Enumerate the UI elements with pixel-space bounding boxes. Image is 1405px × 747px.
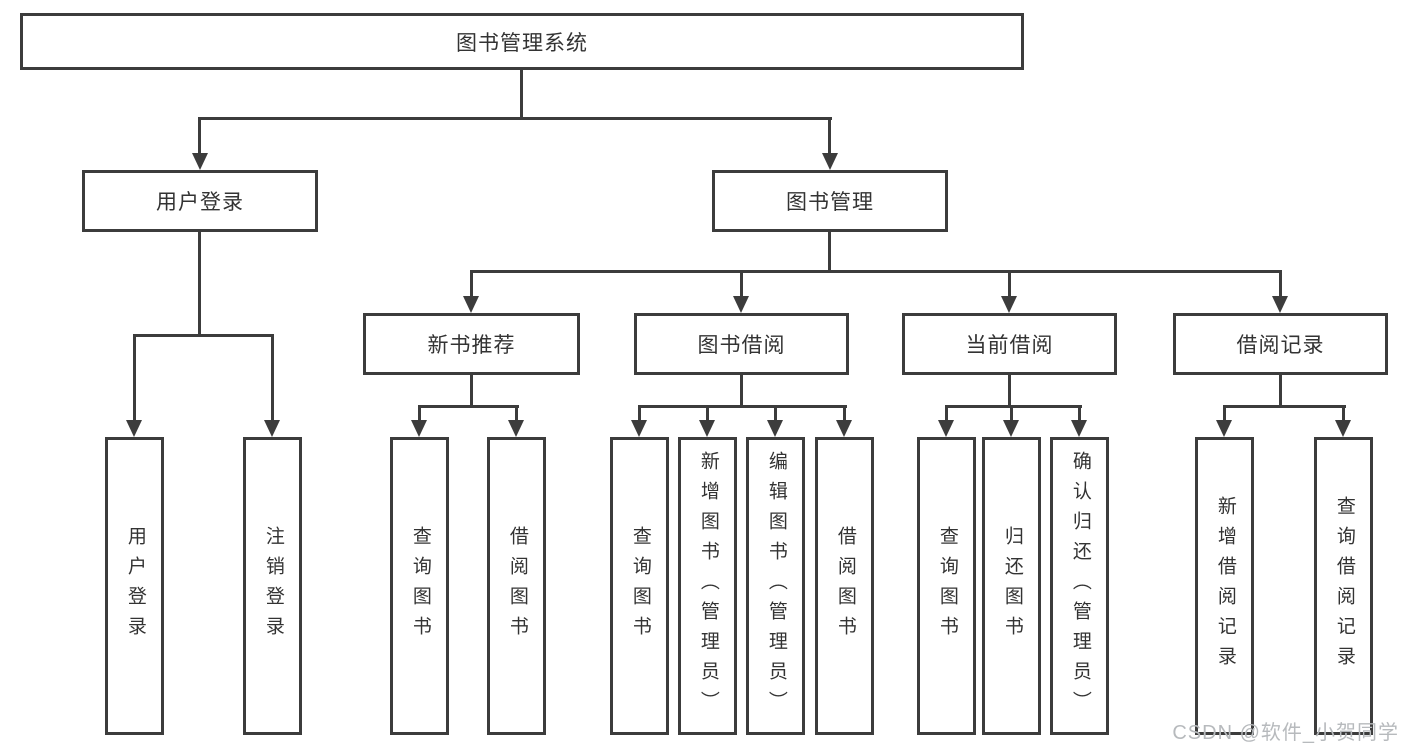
- connector-to-leaf-br-add: [1223, 408, 1226, 423]
- connector-user-login-branch: [133, 334, 274, 337]
- node-book-mgmt-label: 图书管理: [786, 191, 874, 214]
- arrow-down-book-mgmt: [822, 153, 838, 170]
- connector-to-leaf-bb-borrow: [843, 408, 846, 423]
- leaf-bb-add-books-admin-label: 新增图书（管理员）: [697, 451, 719, 721]
- connector-to-book-borrow: [740, 273, 743, 299]
- node-new-book-rec-label: 新书推荐: [427, 334, 516, 357]
- node-user-login: 用户登录: [82, 170, 318, 232]
- connector-to-user-login: [198, 120, 201, 156]
- leaf-bb-add-books-admin: 新增图书（管理员）: [678, 437, 737, 735]
- leaf-cb-query-books: 查询图书: [917, 437, 976, 735]
- arrow-down-leaf-user-login: [126, 420, 142, 437]
- node-new-book-rec: 新书推荐: [363, 313, 580, 375]
- leaf-bb-edit-books-admin-label: 编辑图书（管理员）: [765, 451, 787, 721]
- connector-user-login-stem: [198, 232, 201, 334]
- leaf-nbr-borrow-books-label: 借阅图书: [506, 526, 528, 646]
- connector-to-new-book-rec: [470, 273, 473, 299]
- leaf-cb-confirm-return-admin-label: 确认归还（管理员）: [1069, 451, 1091, 721]
- connector-to-leaf-cb-confirm: [1078, 408, 1081, 423]
- watermark-text: CSDN @软件_小贺同学: [1172, 722, 1399, 744]
- node-borrow-records-label: 借阅记录: [1236, 334, 1325, 357]
- leaf-br-add-record-label: 新增借阅记录: [1214, 496, 1236, 676]
- connector-book-mgmt-stem: [828, 232, 831, 273]
- arrow-down-user-login: [192, 153, 208, 170]
- leaf-cb-query-books-label: 查询图书: [936, 526, 958, 646]
- connector-to-book-mgmt: [828, 120, 831, 156]
- leaf-cb-return-books-label: 归还图书: [1001, 526, 1023, 646]
- connector-current-borrow-branch: [945, 405, 1082, 408]
- arrow-down-leaf-br-add: [1216, 420, 1232, 437]
- connector-to-leaf-bb-query: [638, 408, 641, 423]
- leaf-br-query-record: 查询借阅记录: [1314, 437, 1373, 735]
- connector-borrow-records-branch: [1223, 405, 1346, 408]
- node-book-borrow: 图书借阅: [634, 313, 849, 375]
- arrow-down-leaf-logout: [264, 420, 280, 437]
- leaf-user-login-label: 用户登录: [124, 526, 146, 646]
- node-current-borrow: 当前借阅: [902, 313, 1117, 375]
- leaf-br-add-record: 新增借阅记录: [1195, 437, 1254, 735]
- connector-to-leaf-cb-query: [945, 408, 948, 423]
- node-book-mgmt: 图书管理: [712, 170, 948, 232]
- leaf-bb-edit-books-admin: 编辑图书（管理员）: [746, 437, 805, 735]
- connector-to-leaf-nbr-query: [418, 408, 421, 423]
- node-current-borrow-label: 当前借阅: [965, 334, 1054, 357]
- node-borrow-records: 借阅记录: [1173, 313, 1388, 375]
- leaf-bb-query-books-label: 查询图书: [629, 526, 651, 646]
- leaf-nbr-query-books-label: 查询图书: [409, 526, 431, 646]
- arrow-down-borrow-records: [1272, 296, 1288, 313]
- leaf-nbr-borrow-books: 借阅图书: [487, 437, 546, 735]
- leaf-cb-return-books: 归还图书: [982, 437, 1041, 735]
- arrow-down-leaf-nbr-borrow: [508, 420, 524, 437]
- connector-to-leaf-user-login: [133, 337, 136, 423]
- leaf-bb-borrow-books: 借阅图书: [815, 437, 874, 735]
- leaf-br-query-record-label: 查询借阅记录: [1333, 496, 1355, 676]
- connector-current-borrow-stem: [1008, 375, 1011, 408]
- arrow-down-book-borrow: [733, 296, 749, 313]
- leaf-bb-borrow-books-label: 借阅图书: [834, 526, 856, 646]
- arrow-down-current-borrow: [1001, 296, 1017, 313]
- arrow-down-leaf-cb-return: [1003, 420, 1019, 437]
- connector-book-borrow-stem: [740, 375, 743, 408]
- arrow-down-leaf-bb-borrow: [836, 420, 852, 437]
- connector-to-borrow-records: [1279, 273, 1282, 299]
- node-library-system-label: 图书管理系统: [456, 31, 588, 55]
- connector-level3-branch: [470, 270, 1282, 273]
- arrow-down-leaf-bb-add: [699, 420, 715, 437]
- leaf-logout: 注销登录: [243, 437, 302, 735]
- connector-to-leaf-logout: [271, 337, 274, 423]
- arrow-down-leaf-cb-query: [938, 420, 954, 437]
- connector-to-current-borrow: [1008, 273, 1011, 299]
- connector-book-borrow-branch: [638, 405, 847, 408]
- connector-level2-branch: [198, 117, 832, 120]
- connector-root-stem: [520, 70, 523, 118]
- connector-to-leaf-bb-add: [706, 408, 709, 423]
- arrow-down-new-book-rec: [463, 296, 479, 313]
- arrow-down-leaf-bb-edit: [767, 420, 783, 437]
- leaf-cb-confirm-return-admin: 确认归还（管理员）: [1050, 437, 1109, 735]
- arrow-down-leaf-cb-confirm: [1071, 420, 1087, 437]
- node-book-borrow-label: 图书借阅: [697, 334, 786, 357]
- node-library-system: 图书管理系统: [20, 13, 1024, 70]
- connector-borrow-records-stem: [1279, 375, 1282, 408]
- leaf-user-login: 用户登录: [105, 437, 164, 735]
- leaf-logout-label: 注销登录: [262, 526, 284, 646]
- connector-new-book-rec-stem: [470, 375, 473, 408]
- arrow-down-leaf-br-query: [1335, 420, 1351, 437]
- leaf-nbr-query-books: 查询图书: [390, 437, 449, 735]
- connector-to-leaf-cb-return: [1010, 408, 1013, 423]
- connector-new-book-rec-branch: [418, 405, 519, 408]
- node-user-login-label: 用户登录: [156, 191, 244, 214]
- connector-to-leaf-br-query: [1342, 408, 1345, 423]
- leaf-bb-query-books: 查询图书: [610, 437, 669, 735]
- arrow-down-leaf-bb-query: [631, 420, 647, 437]
- arrow-down-leaf-nbr-query: [411, 420, 427, 437]
- connector-to-leaf-bb-edit: [774, 408, 777, 423]
- connector-to-leaf-nbr-borrow: [515, 408, 518, 423]
